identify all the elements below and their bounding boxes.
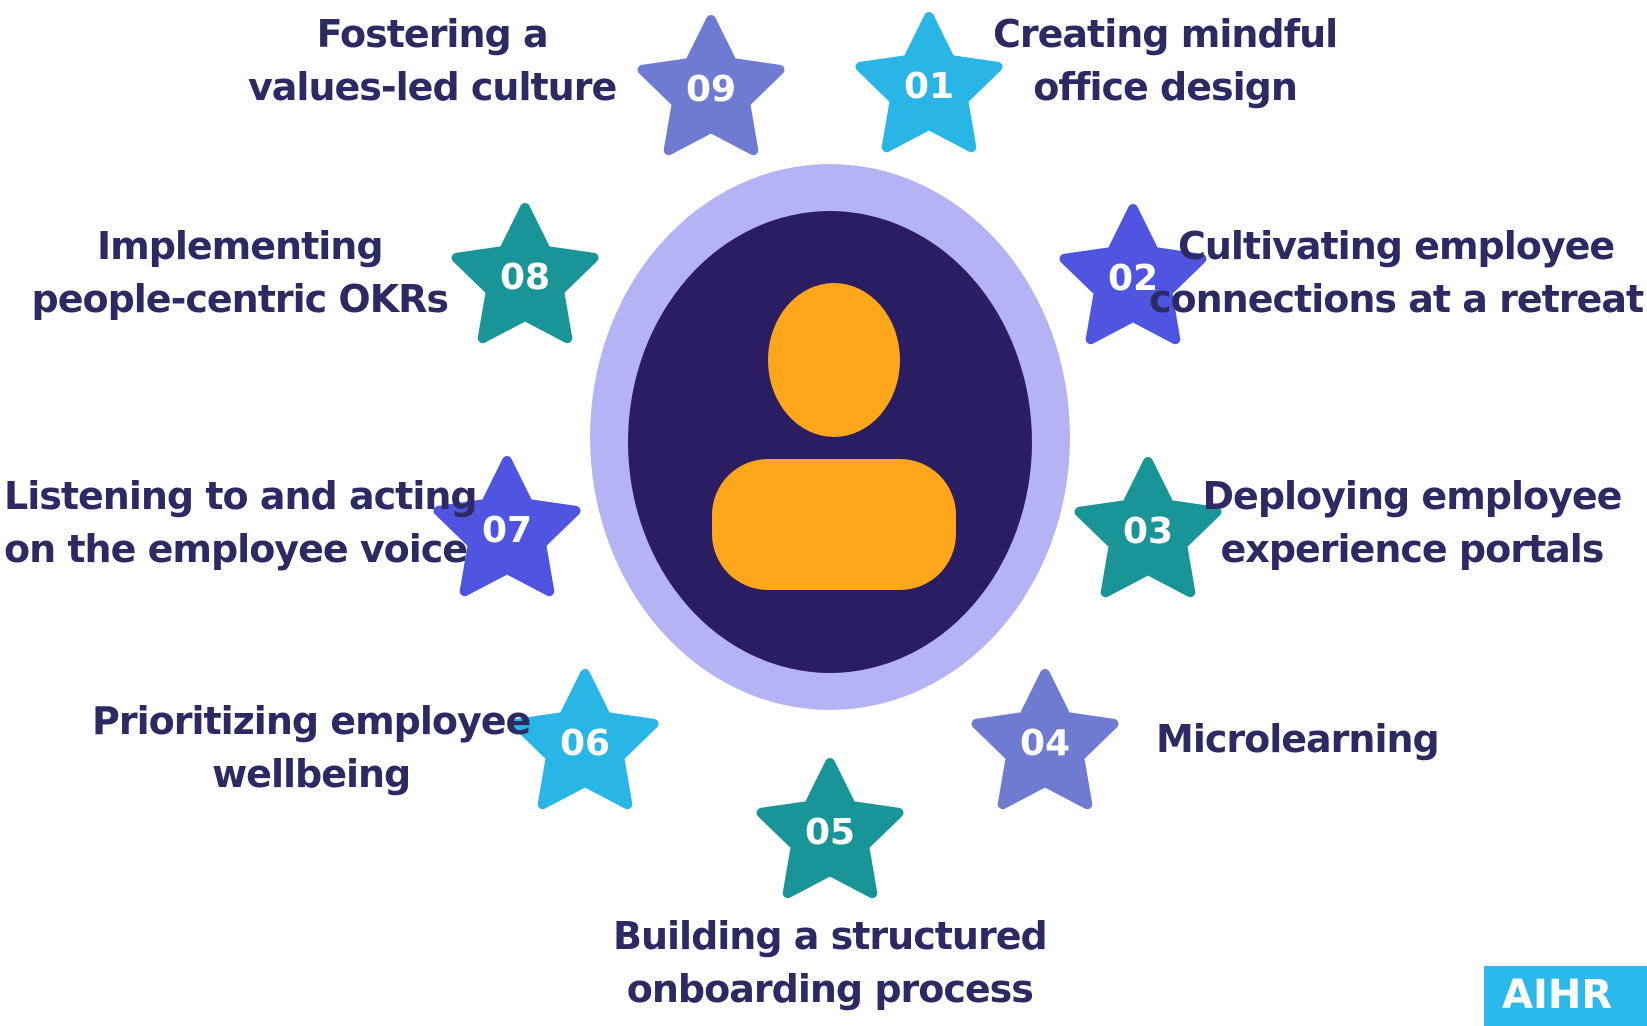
label-line: Cultivating employee [1177, 224, 1615, 268]
initiative-label-01: Creating mindful office design [993, 8, 1338, 114]
center-circle [590, 164, 1070, 710]
star-badge-06: 06 [511, 669, 659, 810]
person-head [768, 283, 900, 437]
star-icon [1074, 457, 1222, 598]
label-line: experience portals [1220, 527, 1605, 571]
star-badge-07: 07 [433, 456, 581, 597]
label-line: onboarding process [626, 967, 1034, 1011]
star-number: 04 [1020, 723, 1070, 764]
person-icon [712, 283, 956, 590]
star-number: 03 [1123, 511, 1173, 552]
initiative-label-04: Microlearning [1156, 713, 1440, 766]
initiative-label-07: Listening to and acting on the employee v… [4, 470, 478, 576]
label-line: office design [1033, 65, 1298, 109]
initiative-label-09: Fostering a values-led culture [248, 8, 617, 114]
star-icon [756, 758, 904, 899]
star-icon [855, 12, 1003, 153]
label-line: connections at a retreat [1149, 277, 1644, 321]
initiative-label-05: Building a structured onboarding process [613, 910, 1048, 1016]
star-badge-04: 04 [971, 669, 1119, 810]
star-icon [433, 456, 581, 597]
star-badge-08: 08 [451, 203, 599, 344]
star-badges: 01 02 03 04 05 06 07 08 09 [433, 12, 1222, 899]
initiative-label-02: Cultivating employee connections at a ret… [1149, 220, 1644, 326]
star-icon [451, 203, 599, 344]
star-number: 09 [686, 69, 736, 110]
initiative-label-08: Implementing people-centric OKRs [31, 220, 450, 326]
initiative-label-06: Prioritizing employee wellbeing [92, 695, 531, 801]
label-line: Deploying employee [1202, 474, 1623, 518]
star-icon [637, 15, 785, 156]
star-icon [1059, 204, 1207, 345]
label-line: Fostering a [316, 12, 549, 56]
star-icon [971, 669, 1119, 810]
label-line: values-led culture [248, 65, 617, 109]
star-icon [511, 669, 659, 810]
star-badge-09: 09 [637, 15, 785, 156]
label-line: Prioritizing employee [92, 699, 531, 743]
label-line: Building a structured [613, 914, 1048, 958]
inner-circle [628, 211, 1032, 673]
star-number: 08 [500, 257, 550, 298]
person-body [712, 459, 956, 590]
star-badge-02: 02 [1059, 204, 1207, 345]
initiative-label-03: Deploying employee experience portals [1202, 470, 1623, 576]
star-number: 02 [1108, 258, 1158, 299]
star-number: 01 [904, 66, 954, 107]
label-line: people-centric OKRs [31, 277, 450, 321]
label-line: wellbeing [212, 752, 411, 796]
star-badge-01: 01 [855, 12, 1003, 153]
star-badge-05: 05 [756, 758, 904, 899]
star-number: 05 [805, 812, 855, 853]
label-line: Listening to and acting [4, 474, 478, 518]
label-line: Microlearning [1156, 717, 1440, 761]
star-badge-03: 03 [1074, 457, 1222, 598]
label-line: on the employee voice [4, 527, 468, 571]
brand-logo: AIHR [1484, 966, 1647, 1026]
label-line: Implementing [96, 224, 384, 268]
label-line: Creating mindful [993, 12, 1338, 56]
star-number: 06 [560, 723, 610, 764]
star-number: 07 [482, 510, 532, 551]
